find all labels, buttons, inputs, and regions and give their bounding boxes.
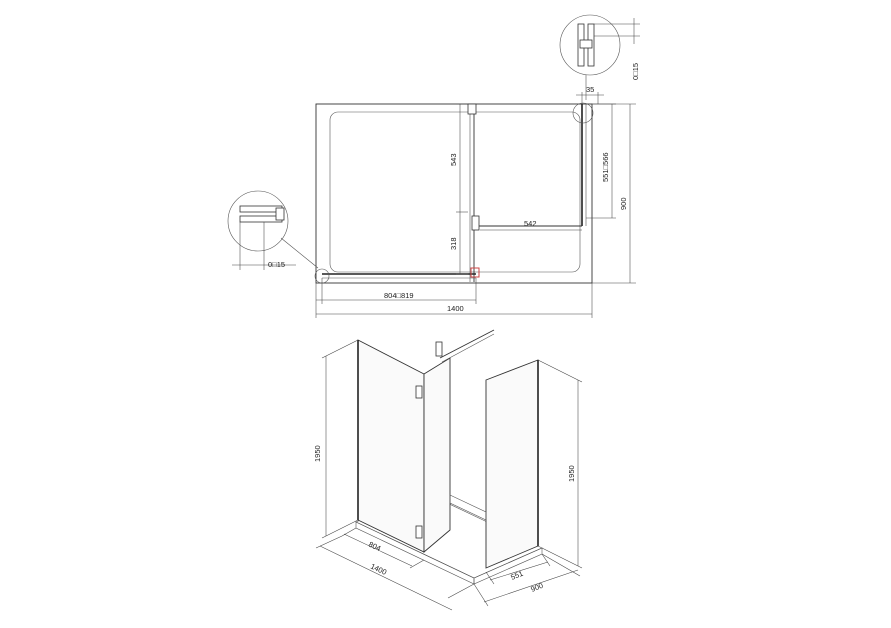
dim-bottom-segment: 318 [449,237,458,250]
detail-left: 0□15 [227,190,319,270]
detail-right: 0□15 [559,14,640,100]
left-detail-tolerance: 0□15 [268,260,285,269]
iso-depth-panel: 551 [509,569,524,582]
iso-hinge-bottom [415,525,423,539]
dim-side-panel: 551□566 [601,152,610,182]
iso-height-right: 1950 [567,465,576,482]
detail-circle-right [572,102,594,124]
iso-door-glass [423,357,451,553]
shower-tray-outer [315,103,593,284]
dim-door-width: 804□819 [384,291,414,300]
iso-depth-total: 900 [529,581,544,594]
iso-stabilizer-bar [439,329,495,359]
hinge-marker [470,267,480,278]
iso-height-left: 1950 [313,445,322,462]
dim-profile: 35 [586,85,594,94]
bar-clamp [467,103,477,115]
bar-connector [471,215,480,231]
dim-bar-length: 542 [524,219,537,228]
dim-top-segment: 543 [449,153,458,166]
right-detail-tolerance: 0□15 [631,63,640,80]
dim-depth: 900 [619,197,628,210]
isometric-view: 1950 1950 804 1400 551 900 [313,329,583,611]
iso-hinge-top [415,385,423,399]
iso-left-glass [357,339,425,553]
dim-total-width: 1400 [447,304,464,313]
shower-tray-inner [329,111,581,273]
plan-view: 1400 804□819 900 551□566 35 543 318 542 [314,85,636,318]
iso-right-glass [485,359,539,569]
